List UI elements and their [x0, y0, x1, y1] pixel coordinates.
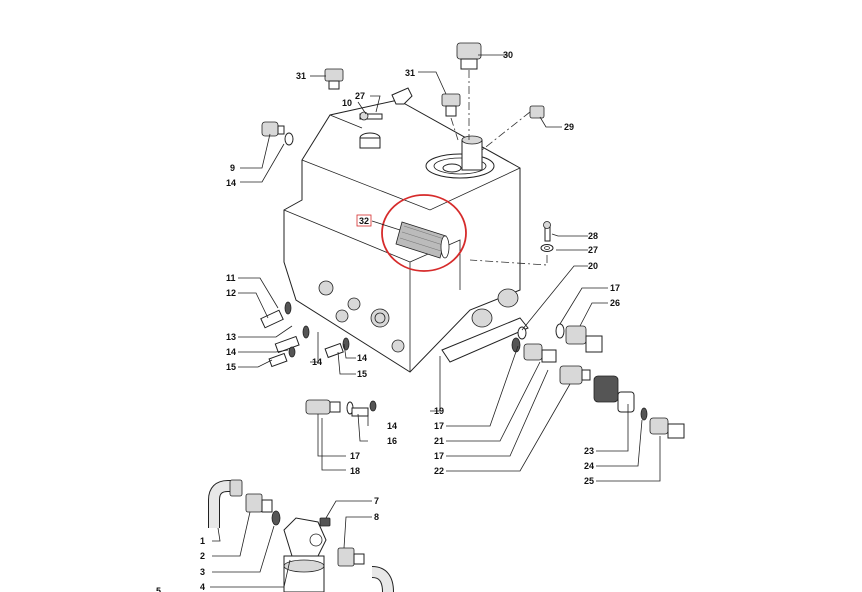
fitting-25-icon	[649, 417, 685, 439]
callout-17-low: 17	[350, 451, 360, 461]
filter-head-icon	[283, 517, 327, 592]
callout-28: 28	[588, 231, 598, 241]
plug-29-icon	[529, 105, 545, 119]
callout-18: 18	[350, 466, 360, 476]
washer-24-icon	[640, 407, 648, 421]
fitting-16-icon	[351, 400, 377, 417]
callout-19: 19	[434, 406, 444, 416]
fitting-13-icon	[274, 325, 310, 354]
callout-3: 3	[200, 567, 205, 577]
callout-26: 26	[610, 298, 620, 308]
callout-16: 16	[387, 436, 397, 446]
fitting-8-icon	[337, 547, 365, 567]
callout-24: 24	[584, 461, 594, 471]
callout-17-right: 17	[610, 283, 620, 293]
fitting-26-icon	[555, 323, 603, 353]
callout-31-right: 31	[405, 68, 415, 78]
callout-15-mid: 15	[357, 369, 367, 379]
washer-20-icon	[517, 326, 527, 340]
callout-30: 30	[503, 50, 513, 60]
callout-17-mid: 17	[434, 421, 444, 431]
callout-12: 12	[226, 288, 236, 298]
bolt-28-icon	[543, 221, 551, 242]
callout-9: 9	[230, 163, 235, 173]
fitting-15-icon	[268, 346, 296, 368]
callout-8: 8	[374, 512, 379, 522]
callout-11: 11	[226, 273, 236, 283]
callout-23: 23	[584, 446, 594, 456]
fitting-18-icon	[305, 399, 354, 415]
fitting-19-icon	[511, 337, 521, 353]
elbow-hose-1-icon	[208, 479, 243, 528]
callout-14-right: 14	[357, 353, 367, 363]
strainer-23-icon	[593, 375, 635, 413]
callout-5: 5	[156, 586, 161, 592]
callout-labels: 30 31 31 27 10 29 9 14 32 28 27 20 11 12…	[156, 50, 620, 592]
suction-filter-highlight[interactable]	[381, 194, 467, 272]
fitting-2-icon	[245, 493, 273, 513]
callout-27-top: 27	[355, 91, 365, 101]
washer-27-icon	[540, 244, 554, 252]
callout-14-mid: 14	[312, 357, 322, 367]
callout-32[interactable]: 32	[359, 216, 369, 226]
callout-1: 1	[200, 536, 205, 546]
callout-14-top: 14	[226, 178, 236, 188]
leader-lines	[210, 54, 661, 588]
breather-cap-icon	[456, 42, 482, 70]
callout-31-left: 31	[296, 71, 306, 81]
elbow-hose-lower-icon	[371, 566, 394, 592]
callout-2: 2	[200, 551, 205, 561]
callout-29: 29	[564, 122, 574, 132]
callout-22: 22	[434, 466, 444, 476]
callout-7: 7	[374, 496, 379, 506]
callout-15-left: 15	[226, 362, 236, 372]
fitting-12-icon	[260, 301, 292, 329]
fitting-7-icon	[319, 517, 331, 527]
callout-14-left: 14	[226, 347, 236, 357]
fitting-9-icon	[261, 121, 294, 146]
fitting-22-icon	[559, 365, 591, 385]
suction-filter-icon	[395, 221, 450, 259]
callout-25: 25	[584, 476, 594, 486]
plug-left-icon	[324, 68, 344, 90]
callout-27-right: 27	[588, 245, 598, 255]
callout-13: 13	[226, 332, 236, 342]
callout-17-lower: 17	[434, 451, 444, 461]
callout-32-box	[356, 214, 372, 227]
fitting-21-icon	[523, 343, 557, 363]
washer-3-icon	[271, 510, 281, 526]
plug-right-icon	[441, 93, 461, 117]
callout-21: 21	[434, 436, 444, 446]
callout-10: 10	[342, 98, 352, 108]
callout-4: 4	[200, 582, 205, 592]
callout-14-low: 14	[387, 421, 397, 431]
callout-20: 20	[588, 261, 598, 271]
